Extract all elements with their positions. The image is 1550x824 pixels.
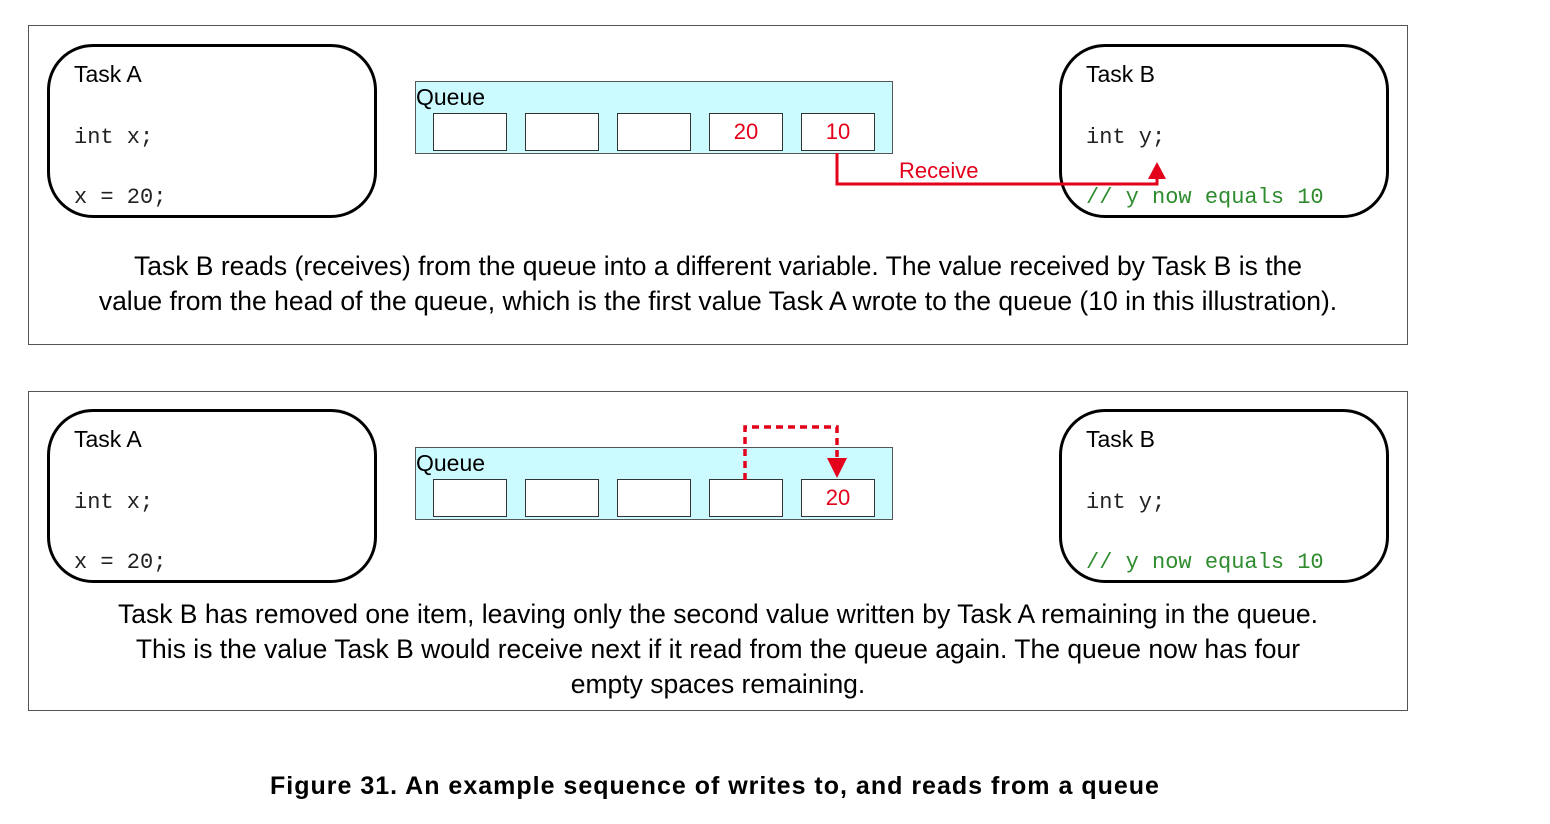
task-b-comment: // y now equals 10 — [1086, 185, 1324, 210]
queue-slot-4: 20 — [709, 113, 783, 151]
task-b-comment: // y now equals 10 — [1086, 550, 1324, 575]
queue-slot-1 — [433, 113, 507, 151]
caption-line-2: This is the value Task B would receive n… — [135, 634, 1301, 664]
queue-slot-3 — [617, 479, 691, 517]
caption-line-3: empty spaces remaining. — [570, 669, 866, 699]
queue-label: Queue — [416, 84, 486, 110]
task-b-decl: int y; — [1086, 490, 1166, 515]
queue-slot-2 — [525, 113, 599, 151]
task-a-assign: x = 20; — [74, 185, 167, 210]
queue: Queue 20 — [415, 447, 893, 520]
caption-line-1: Task B reads (receives) from the queue i… — [133, 251, 1303, 281]
queue-slot-3 — [617, 113, 691, 151]
task-a-decl: int x; — [74, 490, 154, 515]
caption-line-2: value from the head of the queue, which … — [98, 286, 1338, 316]
queue-slot-5: 20 — [801, 479, 875, 517]
queue-slot-2 — [525, 479, 599, 517]
caption-line-1: Task B has removed one item, leaving onl… — [117, 599, 1319, 629]
panel-after-receive: Task A int x; x = 20; Queue 20 Task B in… — [28, 391, 1408, 711]
task-b-box: Task B int y; // y now equals 10 — [1059, 409, 1389, 583]
task-a-box: Task A int x; x = 20; — [47, 409, 377, 583]
task-a-title: Task A — [74, 61, 142, 87]
queue-slot-1 — [433, 479, 507, 517]
task-b-title: Task B — [1086, 61, 1156, 87]
receive-arrow — [835, 153, 1166, 186]
task-b-box: Task B int y; // y now equals 10 — [1059, 44, 1389, 218]
task-a-decl: int x; — [74, 125, 154, 150]
task-a-assign: x = 20; — [74, 550, 167, 575]
queue: Queue 20 10 — [415, 81, 893, 154]
task-a-box: Task A int x; x = 20; — [47, 44, 377, 218]
panel-receive: Task A int x; x = 20; Queue 20 10 Task B… — [28, 25, 1408, 345]
task-b-decl: int y; — [1086, 125, 1166, 150]
queue-slot-5: 10 — [801, 113, 875, 151]
receive-label: Receive — [899, 158, 979, 183]
task-b-title: Task B — [1086, 426, 1156, 452]
figure-title: Figure 31. An example sequence of writes… — [270, 772, 1160, 800]
task-a-title: Task A — [74, 426, 142, 452]
queue-label: Queue — [416, 450, 486, 476]
shift-arrow — [743, 425, 847, 480]
